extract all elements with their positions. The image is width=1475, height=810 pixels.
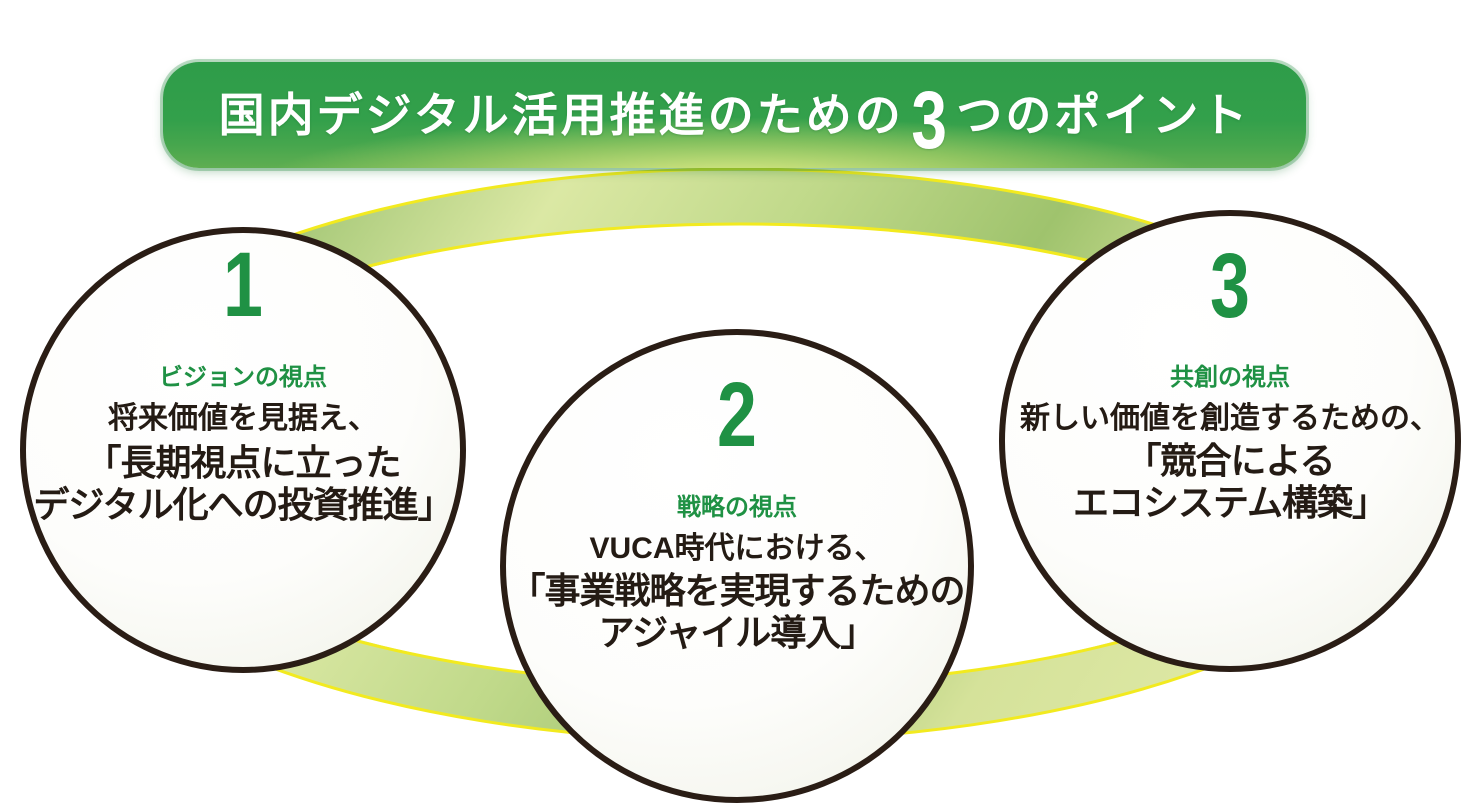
point-quote: 「競合による エコシステム構築」: [1005, 440, 1455, 524]
point-lead: 新しい価値を創造するための、: [1020, 402, 1440, 435]
point-lead: VUCA時代における、: [589, 532, 885, 565]
point-label: 共創の視点: [1170, 364, 1290, 391]
title-suffix: つのポイント: [956, 89, 1251, 141]
point-number: 1: [223, 234, 263, 336]
point-quote-line-1: 「長期視点に立った: [85, 442, 401, 483]
point-label: ビジョンの視点: [159, 364, 327, 391]
point-quote: 「事業戦略を実現するための アジャイル導入」: [506, 570, 968, 654]
point-number: 2: [717, 364, 757, 466]
point-quote: 「長期視点に立った デジタル化への投資推進」: [26, 442, 460, 526]
point-circle-2: 2 戦略の視点 VUCA時代における、 「事業戦略を実現するための アジャイル導…: [500, 329, 974, 803]
point-quote-line-2: アジャイル導入」: [598, 612, 877, 653]
title-prefix: 国内デジタル活用推進のための: [218, 89, 904, 141]
point-number: 3: [1210, 235, 1250, 337]
point-circle-3: 3 共創の視点 新しい価値を創造するための、 「競合による エコシステム構築」: [999, 210, 1461, 672]
point-circle-1: 1 ビジョンの視点 将来価値を見据え、 「長期視点に立った デジタル化への投資推…: [20, 227, 466, 673]
point-quote-line-1: 「事業戦略を実現するための: [509, 570, 965, 611]
point-label: 戦略の視点: [677, 494, 797, 521]
point-quote-line-1: 「競合による: [1125, 440, 1336, 481]
point-quote-line-2: デジタル化への投資推進」: [33, 484, 453, 525]
point-quote-line-2: エコシステム構築」: [1073, 482, 1388, 523]
point-lead: 将来価値を見据え、: [108, 402, 378, 435]
